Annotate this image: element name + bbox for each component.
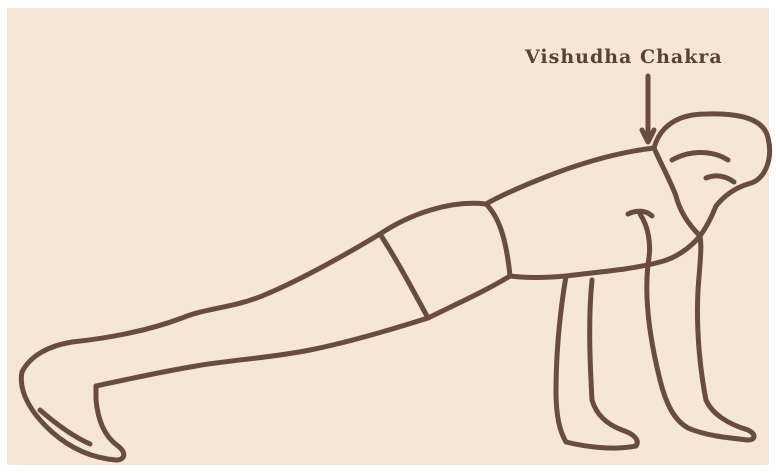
leg-top-outline — [22, 234, 380, 372]
hair-detail-2 — [706, 176, 734, 182]
front-arm-outline — [640, 214, 754, 440]
back-outline — [486, 148, 654, 204]
vishudha-chakra-label: Vishudha Chakra — [525, 46, 723, 68]
rear-arm-outline — [556, 276, 637, 448]
hair-detail — [672, 153, 728, 161]
chest-outline — [510, 236, 700, 278]
shorts-outline — [380, 203, 510, 318]
